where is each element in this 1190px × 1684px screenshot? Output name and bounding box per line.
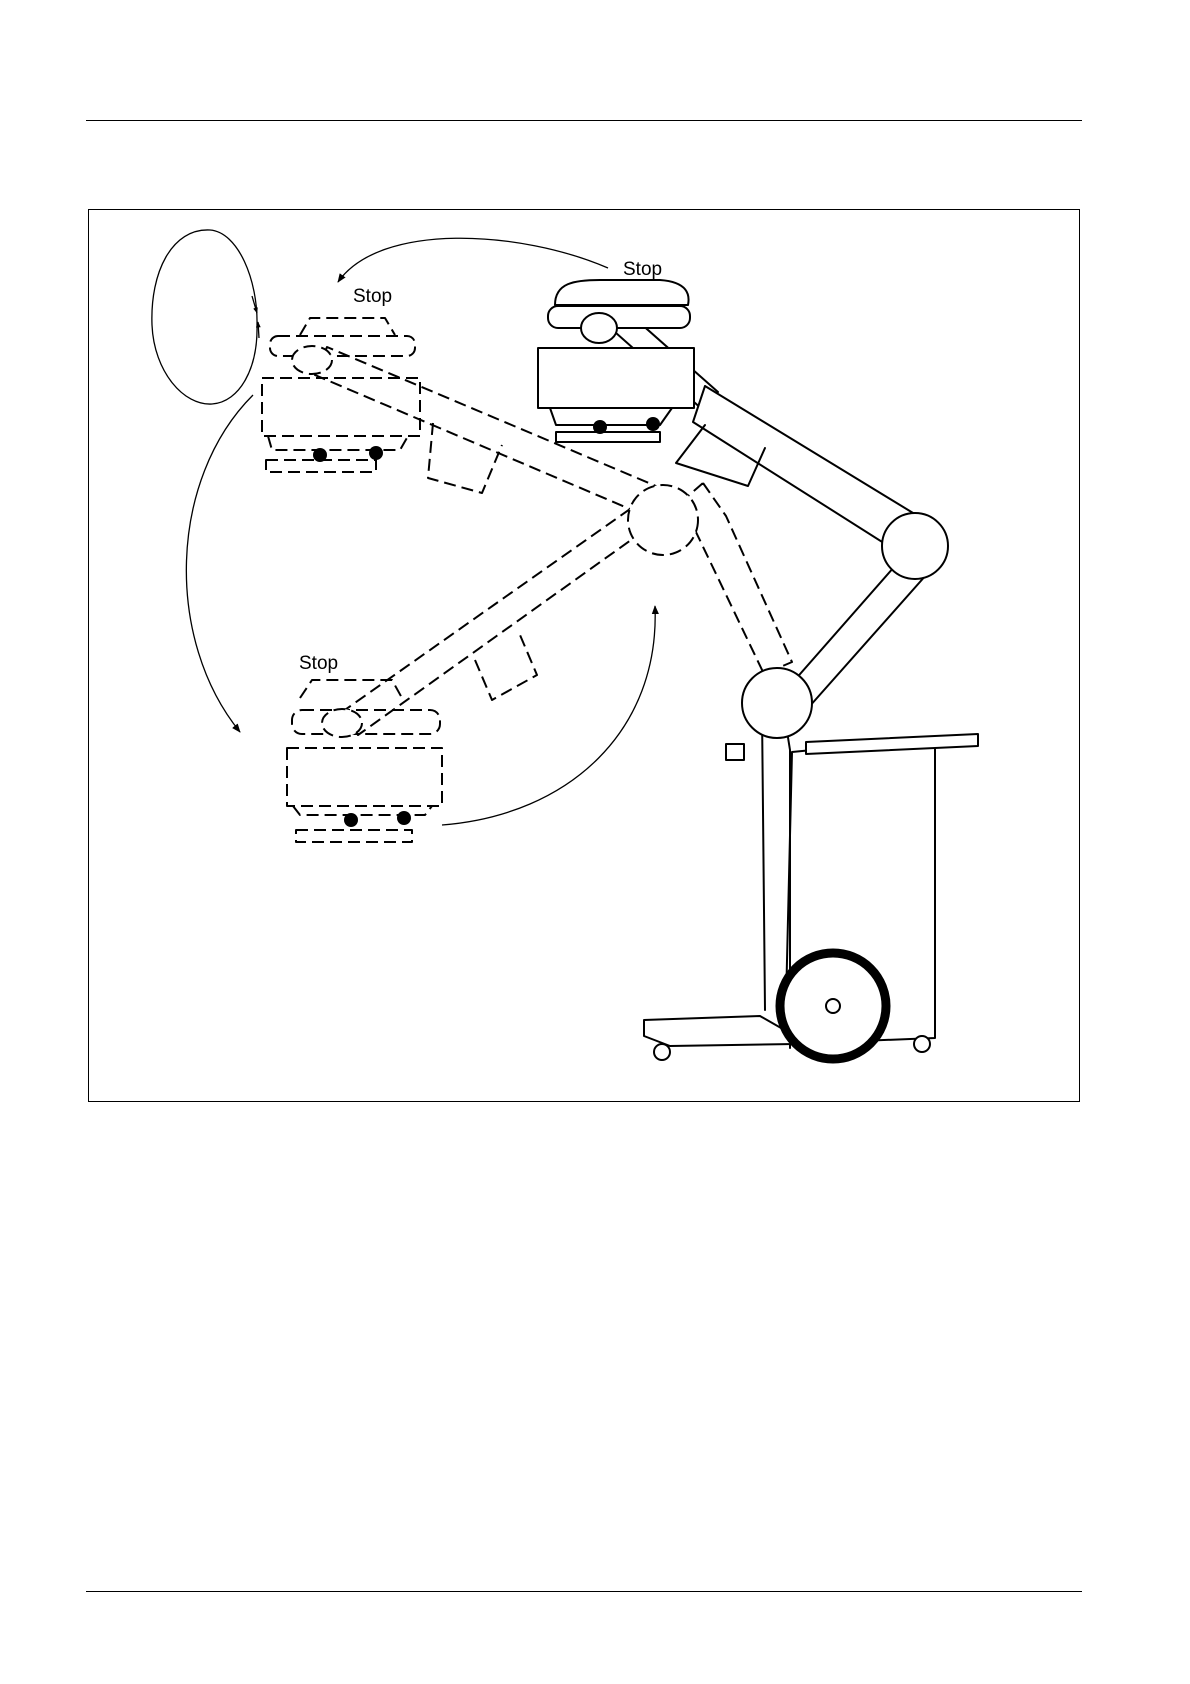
stop-label: Stop xyxy=(299,653,338,674)
xray-tube-head-top-right xyxy=(538,280,694,442)
arrow-left xyxy=(186,395,253,732)
lower-joint xyxy=(742,668,812,738)
stop-label: Stop xyxy=(623,259,662,280)
rear-caster-wheel xyxy=(914,1036,930,1052)
arrow-top xyxy=(338,238,608,282)
cart-body xyxy=(644,700,978,1060)
xray-tube-head-bottom xyxy=(287,680,442,842)
ghost-joint xyxy=(628,485,698,555)
footer-rule xyxy=(86,1591,1082,1592)
upper-joint xyxy=(882,513,948,579)
front-caster-wheel xyxy=(654,1044,670,1060)
stop-label: Stop xyxy=(353,286,392,307)
rotation-ellipse-icon xyxy=(152,230,259,404)
arrow-bottom-right xyxy=(442,606,655,825)
xray-tube-head-top-left xyxy=(262,318,420,472)
